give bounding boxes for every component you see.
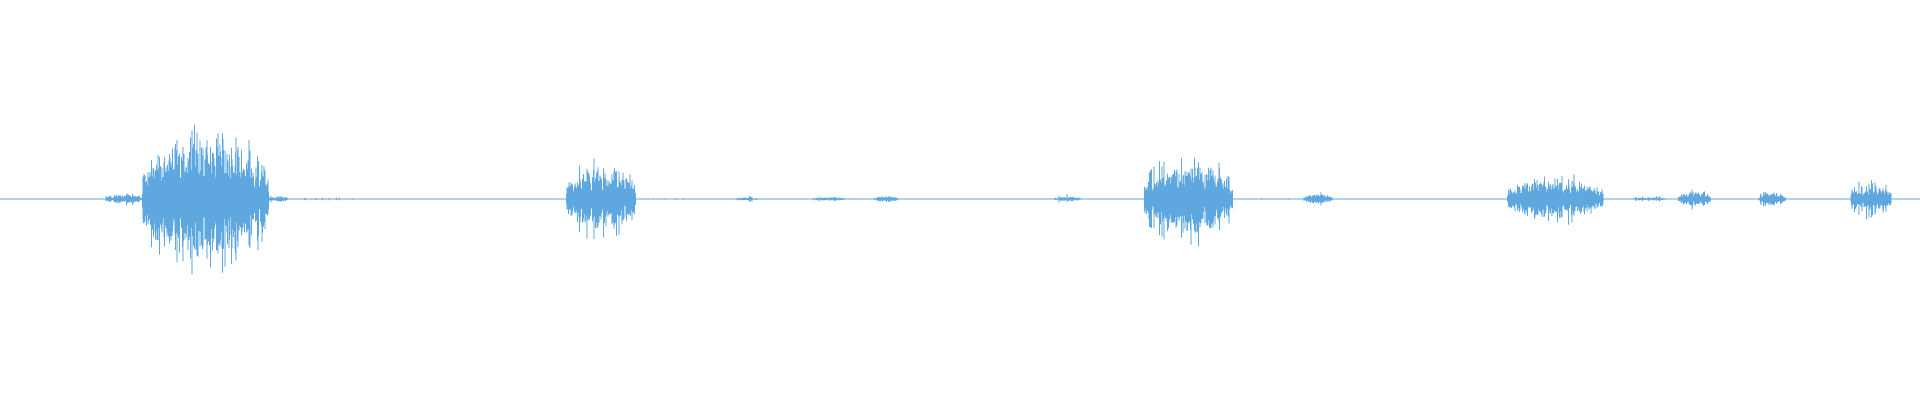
waveform-samples: [0, 124, 1920, 275]
waveform-path: [0, 124, 1920, 275]
